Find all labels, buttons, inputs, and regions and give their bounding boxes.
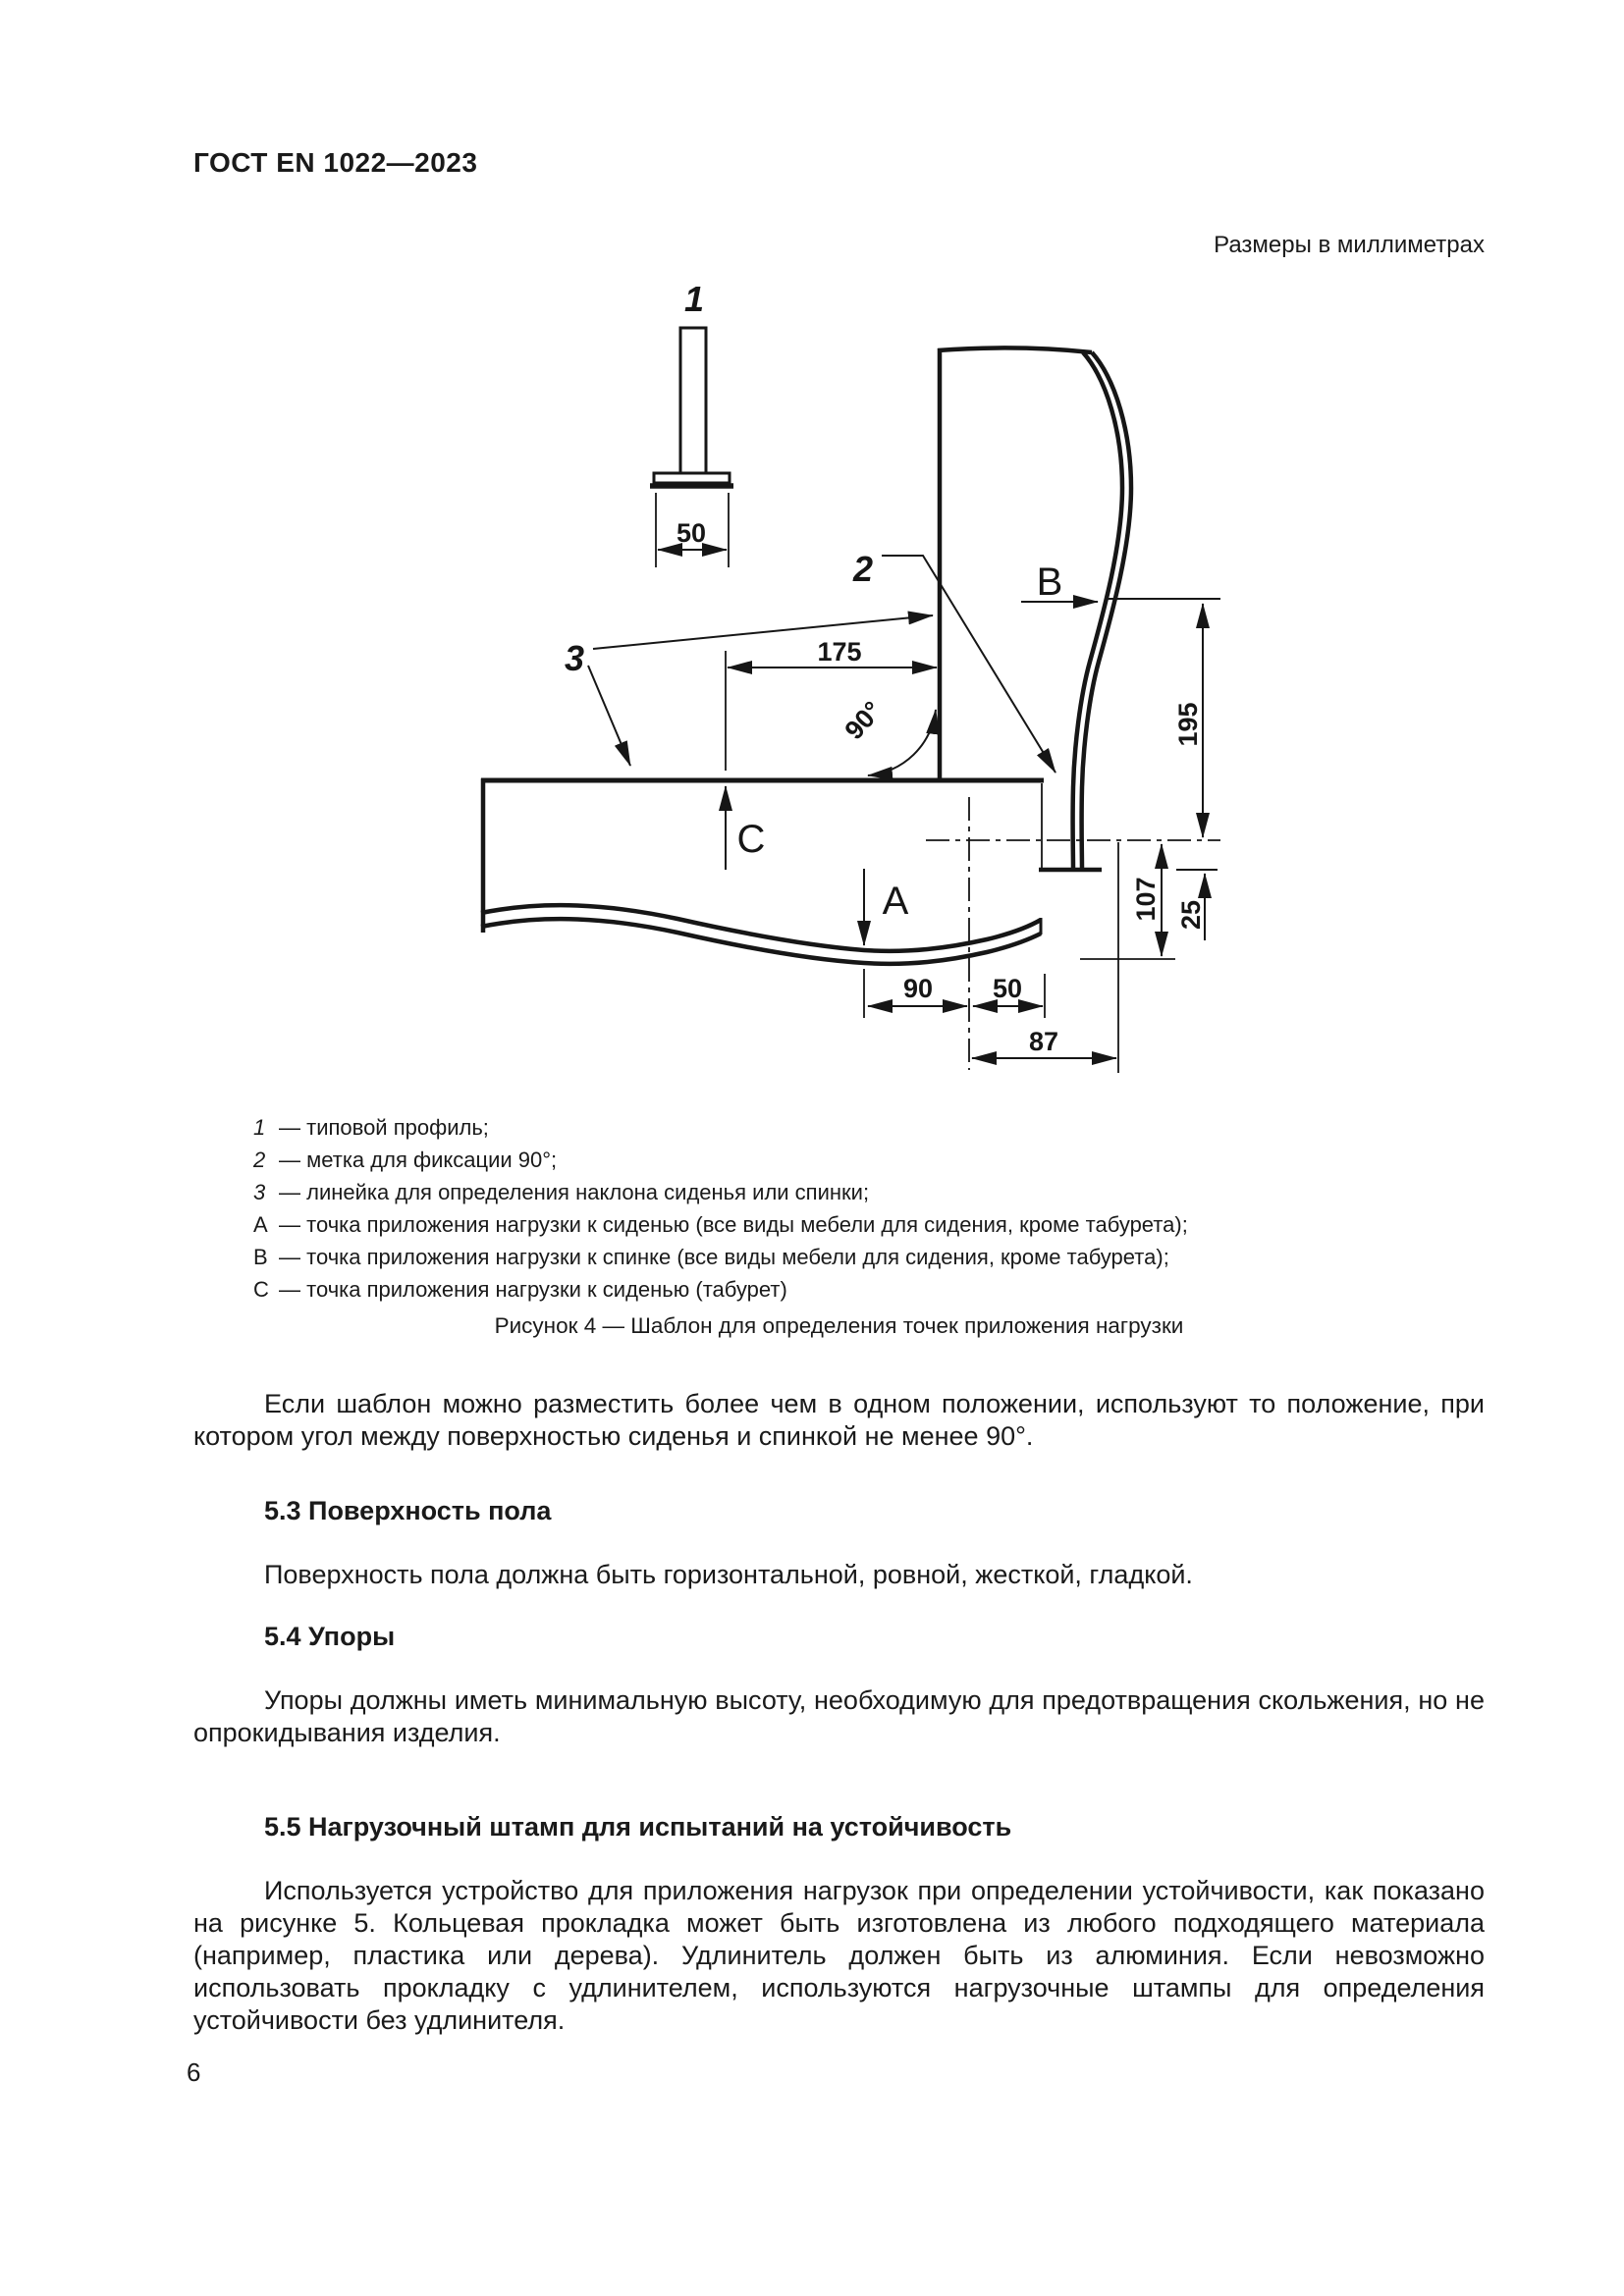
legend-item: 3— линейка для определения наклона сиден… [253, 1180, 870, 1204]
leader-line-2 [882, 555, 1056, 774]
dim-label-195: 195 [1173, 702, 1203, 746]
dim-label-50: 50 [993, 974, 1022, 1003]
dimensions-107-25 [1080, 842, 1218, 1073]
leader-line-3 [587, 611, 934, 767]
section-body-5-3: Поверхность пола должна быть горизонталь… [264, 1560, 1193, 1589]
part-label-2: 2 [852, 549, 873, 589]
section-body-5-5: Используется устройство для приложения н… [193, 1876, 1485, 2035]
dimension-175-and-point-c [719, 651, 938, 870]
units-note: Размеры в миллиметрах [1214, 232, 1485, 258]
dim-label-90: 90 [903, 974, 933, 1003]
dim-label-90deg: 90° [839, 696, 888, 745]
backrest-template-outline [937, 346, 1134, 871]
figure-caption: Рисунок 4 — Шаблон для определения точек… [494, 1313, 1184, 1338]
legend-item: С— точка приложения нагрузки к сиденью (… [253, 1277, 787, 1302]
point-label-a: А [883, 880, 909, 923]
point-b-and-dimension-195 [1021, 595, 1220, 838]
point-label-c: С [737, 818, 766, 861]
figure-4-diagram: 1 2 3 В С А 50 175 90° 195 107 25 90 50 … [480, 279, 1220, 1073]
legend-item: 2— метка для фиксации 90°; [253, 1148, 558, 1172]
section-heading-5-5: 5.5 Нагрузочный штамп для испытаний на у… [264, 1812, 1012, 1842]
legend-item: В— точка приложения нагрузки к спинке (в… [253, 1245, 1169, 1269]
dim-label-87: 87 [1029, 1027, 1058, 1056]
document-title: ГОСТ EN 1022—2023 [193, 147, 478, 178]
dimension-profile-width [655, 493, 730, 567]
dim-label-50-profile: 50 [677, 518, 706, 548]
part-label-3: 3 [565, 638, 584, 678]
figure-legend: 1— типовой профиль; 2— метка для фиксаци… [253, 1111, 1188, 1306]
legend-item: 1— типовой профиль; [253, 1115, 489, 1140]
section-heading-5-3: 5.3 Поверхность пола [264, 1496, 552, 1525]
typical-profile-shape [650, 326, 733, 489]
page-number: 6 [187, 2057, 201, 2087]
legend-item: А— точка приложения нагрузки к сиденью (… [253, 1212, 1188, 1237]
seat-template-outline [480, 777, 1102, 967]
dim-label-175: 175 [817, 637, 861, 667]
angle-90-arc [867, 709, 941, 780]
dim-label-107: 107 [1131, 877, 1161, 921]
dimensions-90-50-87 [867, 974, 1117, 1065]
point-label-b: В [1037, 561, 1063, 604]
intro-paragraph: Если шаблон можно разместить более чем в… [193, 1389, 1485, 1451]
section-body-5-4: Упоры должны иметь минимальную высоту, н… [193, 1685, 1485, 1747]
part-label-1: 1 [684, 279, 704, 319]
section-heading-5-4: 5.4 Упоры [264, 1622, 396, 1651]
dim-label-25: 25 [1176, 900, 1206, 930]
